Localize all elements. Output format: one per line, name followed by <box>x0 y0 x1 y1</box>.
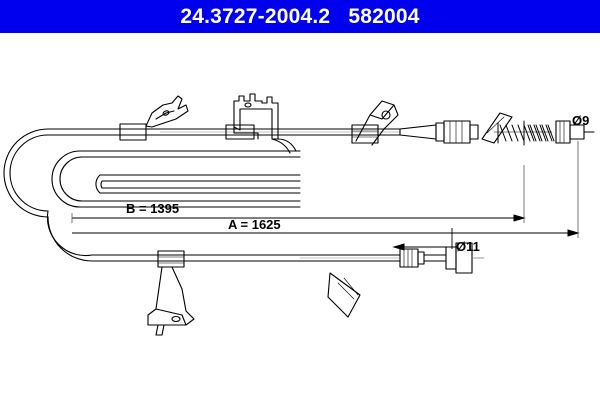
part-drawing-svg: B = 1395 A = 1625 Ø9 Ø11 <box>3 93 595 336</box>
upper-cable-sheath <box>3 128 301 262</box>
lower-cable-run <box>299 254 401 262</box>
diagonal-tab-lower <box>327 272 361 318</box>
dimension-line-d11 <box>392 228 453 251</box>
diameter-label-d11: Ø11 <box>456 239 480 254</box>
diagonal-tab-upper <box>481 112 513 144</box>
mounting-bracket-lower <box>147 250 195 336</box>
technical-drawing-canvas: B = 1395 A = 1625 Ø9 Ø11 <box>0 33 600 400</box>
cable-end-fitting-right <box>555 120 595 144</box>
cable-end-clip-left <box>119 95 189 141</box>
dimension-label-a: A = 1625 <box>228 217 281 232</box>
header-banner: 24.3727-2004.2 582004 <box>0 0 600 33</box>
coil-spring-upper <box>493 120 555 146</box>
cable-return-loop <box>51 150 301 208</box>
mounting-bracket-angled <box>351 100 399 146</box>
mounting-bracket-notched <box>225 93 297 154</box>
upper-cable-run <box>159 128 401 136</box>
part-number-title: 24.3727-2004.2 582004 <box>180 5 420 28</box>
dimension-line-a <box>72 141 580 238</box>
cable-taper-right <box>399 120 479 144</box>
dimension-line-b <box>71 165 526 223</box>
diameter-label-d9: Ø9 <box>572 113 589 128</box>
lower-threaded-section <box>399 248 447 268</box>
dimension-label-b: B = 1395 <box>126 201 179 216</box>
